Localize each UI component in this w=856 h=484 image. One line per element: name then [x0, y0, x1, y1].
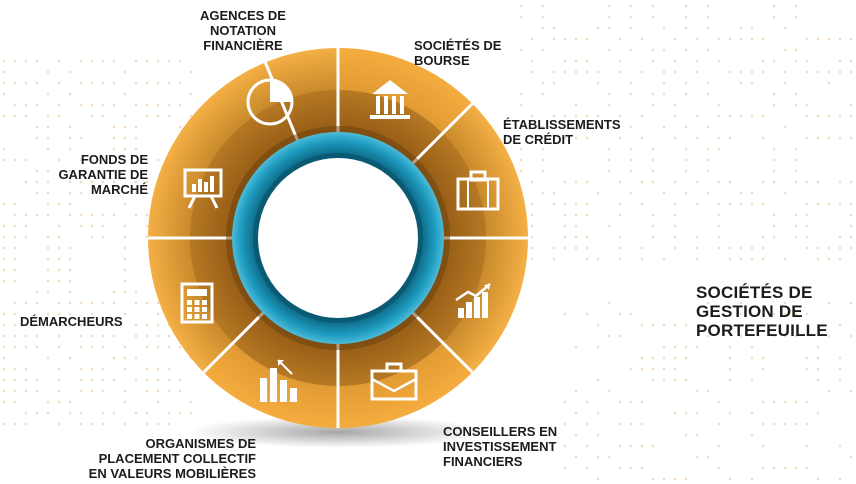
- growth-chart-icon: [455, 283, 491, 318]
- bar-chart-arrow-icon: [260, 359, 297, 402]
- segment-separator: [202, 307, 269, 374]
- label-demarcheurs: DÉMARCHEURS: [20, 314, 123, 329]
- dot-field: [2, 4, 853, 481]
- calculator-icon: [180, 282, 214, 324]
- highlight-bourse: [338, 48, 473, 134]
- bank-building-icon: [370, 80, 410, 119]
- briefcase-icon: [370, 362, 418, 401]
- wheel-shadow: [188, 416, 488, 448]
- segment-separator: [263, 61, 302, 147]
- presentation-board-icon: [183, 168, 223, 209]
- center-circle: [258, 158, 418, 318]
- highlight-bottom: [203, 342, 473, 428]
- segment-separator: [407, 307, 474, 374]
- suitcase-icon: [456, 170, 500, 211]
- pie-chart-icon: [246, 78, 294, 126]
- segment-separator: [407, 102, 474, 169]
